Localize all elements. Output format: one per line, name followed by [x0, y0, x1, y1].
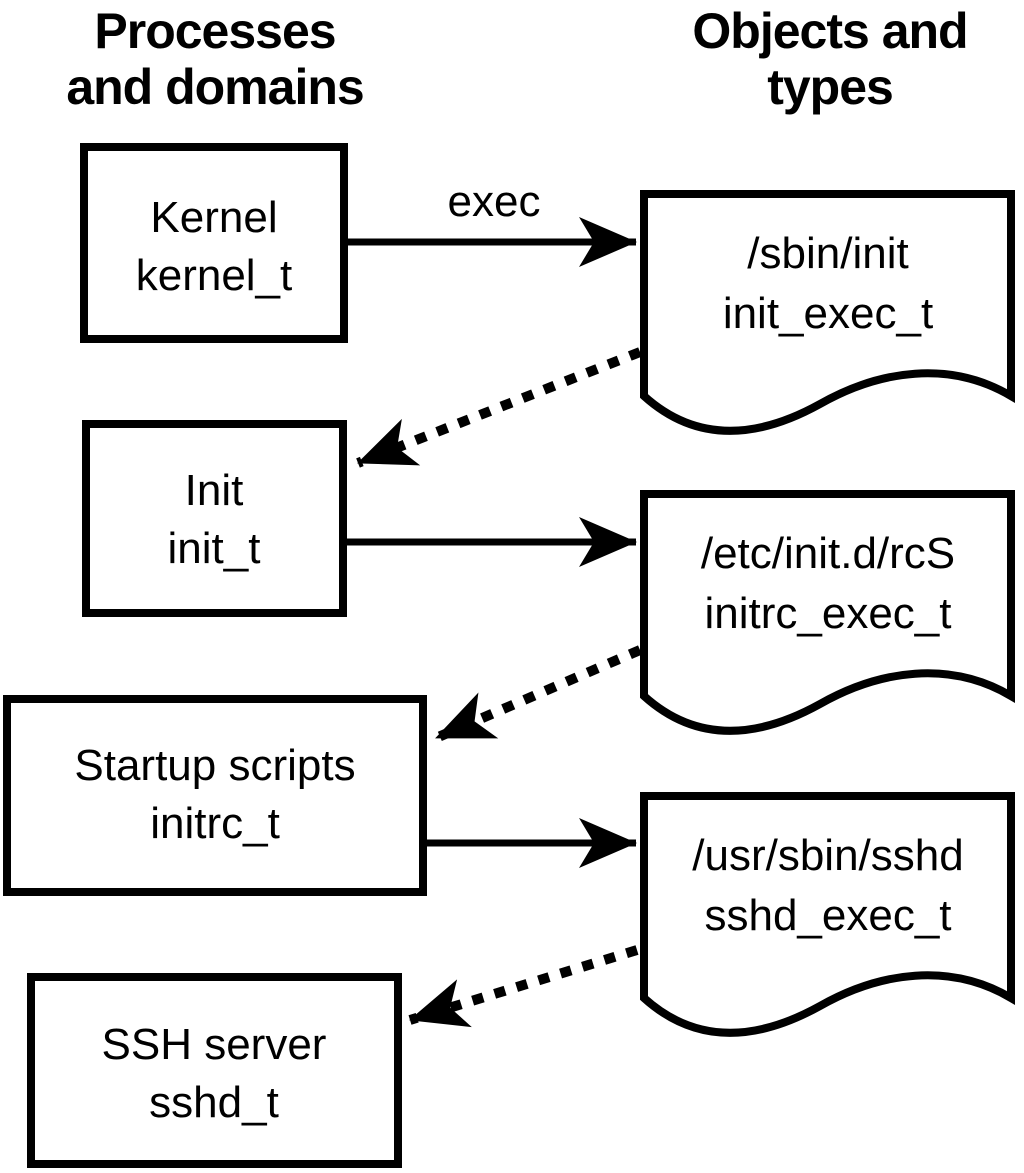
process-name-label: Kernel — [150, 193, 277, 242]
process-rect — [82, 420, 347, 617]
object-path-label: /sbin/init — [747, 229, 908, 278]
transition-arrow-initrcexec-to-initrc — [434, 645, 642, 743]
header-processes-line1: Processes — [94, 3, 335, 59]
exec-arrow-label: exec — [448, 177, 541, 226]
process-name-label: Init — [185, 466, 244, 515]
process-type-label: kernel_t — [136, 251, 293, 300]
process-box-kernel: Kernel kernel_t — [80, 143, 348, 343]
process-type-label: initrc_t — [150, 799, 280, 848]
object-type-label: initrc_exec_t — [704, 589, 951, 638]
transition-arrow-sshdexec-to-sshd — [408, 945, 639, 1028]
transition-arrow-initexec-to-init — [356, 347, 642, 468]
process-type-label: init_t — [168, 524, 261, 573]
process-box-startup-scripts: Startup scripts initrc_t — [3, 695, 427, 896]
object-path-label: /usr/sbin/sshd — [692, 831, 963, 880]
object-doc-usr-sbin-sshd: /usr/sbin/sshd sshd_exec_t — [640, 792, 1015, 1037]
column-header-objects: Objects and types — [692, 3, 968, 115]
object-doc-sbin-init: /sbin/init init_exec_t — [640, 190, 1015, 435]
document-shape — [640, 792, 1015, 1037]
object-path-label: /etc/init.d/rcS — [701, 529, 955, 578]
process-box-init: Init init_t — [82, 420, 347, 617]
document-shape — [640, 490, 1015, 735]
column-header-processes: Processes and domains — [66, 3, 364, 115]
process-rect — [80, 143, 348, 343]
header-objects-line1: Objects and — [692, 3, 967, 59]
exec-arrow-kernel-to-sbininit: exec — [348, 177, 637, 267]
object-type-label: init_exec_t — [723, 289, 933, 338]
process-box-ssh-server: SSH server sshd_t — [27, 973, 402, 1168]
document-shape — [640, 190, 1015, 435]
process-name-label: SSH server — [102, 1020, 327, 1069]
header-processes-line2: and domains — [66, 59, 363, 115]
process-rect — [27, 973, 402, 1168]
process-type-label: sshd_t — [149, 1078, 279, 1127]
process-name-label: Startup scripts — [74, 741, 355, 790]
header-objects-line2: types — [767, 59, 893, 115]
object-type-label: sshd_exec_t — [704, 891, 951, 940]
process-rect — [3, 695, 427, 896]
object-doc-etc-initd-rcs: /etc/init.d/rcS initrc_exec_t — [640, 490, 1015, 735]
